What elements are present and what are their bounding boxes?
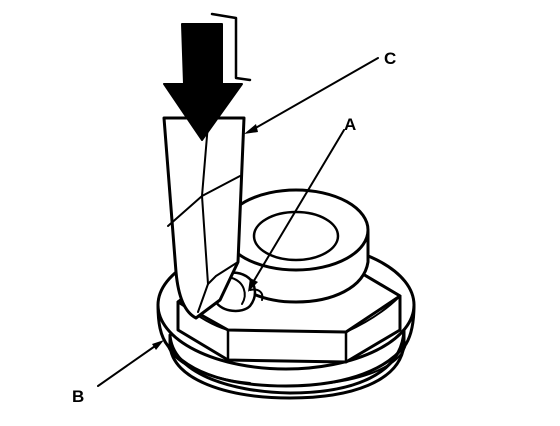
punch-tool (162, 116, 246, 320)
callout-leaders (97, 57, 379, 387)
down-arrow-icon (163, 12, 252, 141)
callout-b-arrowhead (152, 340, 164, 350)
callout-label-a: A (344, 115, 356, 134)
callout-label-c: C (384, 49, 396, 68)
callout-c-arrowhead (244, 124, 258, 134)
callout-a-arrowhead (248, 278, 258, 292)
callout-label-b: B (72, 387, 84, 406)
